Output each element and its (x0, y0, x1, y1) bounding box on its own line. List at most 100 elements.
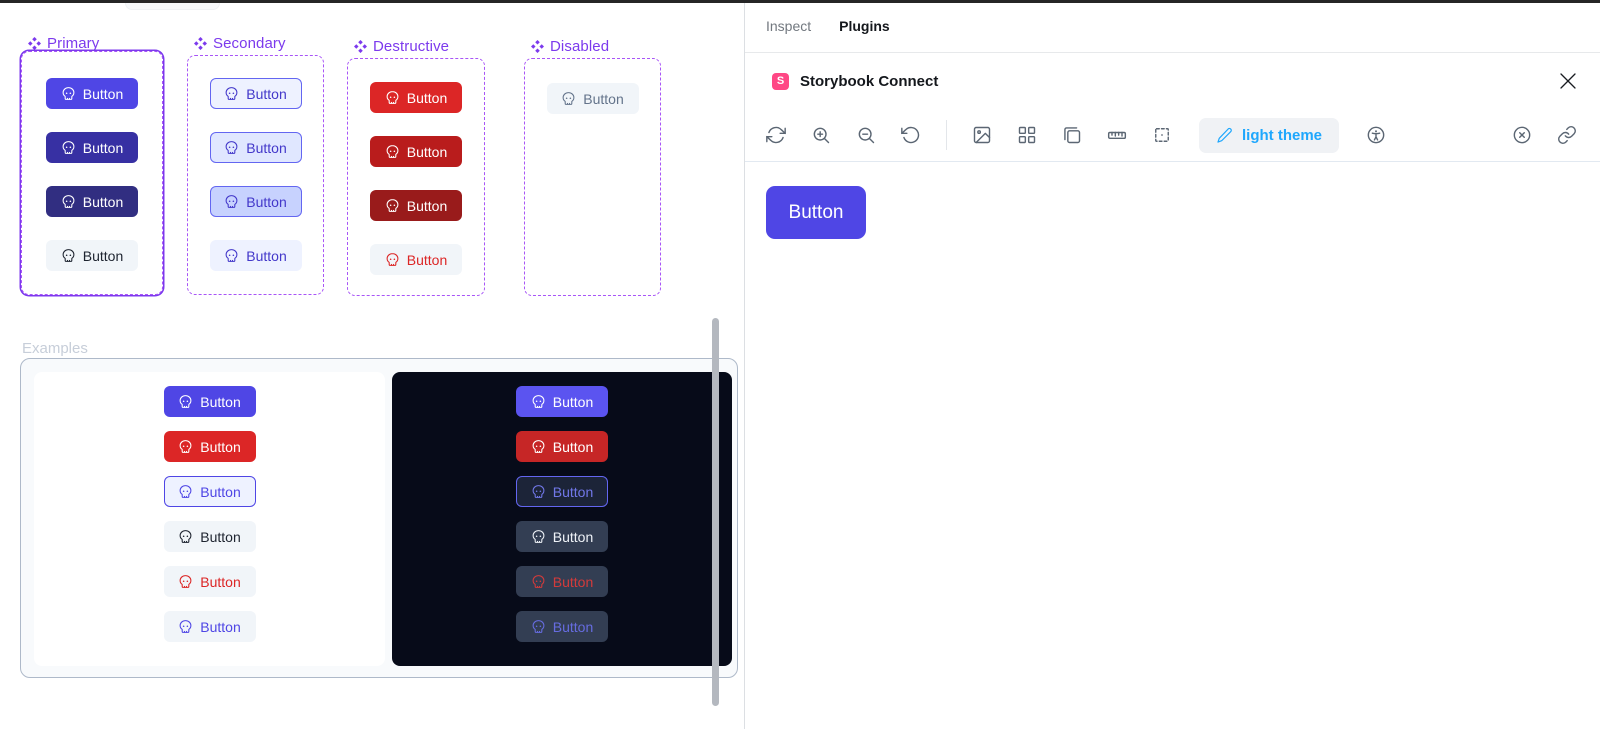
button-component-secondary[interactable]: Button (209, 78, 302, 109)
sync-icon[interactable] (766, 125, 786, 145)
component-icon (28, 37, 41, 50)
button-label: Button (82, 139, 124, 156)
button-label: Button (552, 573, 594, 590)
button-component-ghostRed[interactable]: Button (163, 566, 256, 597)
skull-icon (61, 86, 76, 101)
tab-plugins[interactable]: Plugins (839, 18, 890, 34)
plugin-toolbar: light theme (745, 109, 1600, 161)
button-label: Button (82, 247, 124, 264)
section-label-text: Secondary (213, 35, 286, 52)
skull-icon (224, 248, 239, 263)
toolbar-divider (745, 161, 1600, 162)
skull-icon (561, 91, 576, 106)
close-icon[interactable] (1559, 72, 1577, 90)
component-section-disabled[interactable]: Button (524, 58, 661, 296)
button-label: Button (82, 85, 124, 102)
section-label-text: Destructive (373, 38, 450, 55)
canvas-scrollbar[interactable] (712, 318, 719, 706)
button-component-destructiveGhost[interactable]: Button (370, 244, 462, 275)
story-preview-button[interactable]: Button (766, 186, 866, 239)
grid-icon[interactable] (1017, 125, 1037, 145)
button-component-primary[interactable]: Button (163, 386, 256, 417)
skull-icon (61, 140, 76, 155)
button-component-darkDestructive[interactable]: Button (516, 431, 608, 462)
skull-icon (531, 619, 546, 634)
window-top-edge (0, 0, 1600, 3)
examples-label: Examples (22, 340, 88, 357)
link-icon[interactable] (1557, 125, 1577, 145)
button-component-darkGhostIndigo[interactable]: Button (516, 611, 608, 642)
skull-icon (61, 194, 76, 209)
plugin-title: Storybook Connect (800, 72, 939, 90)
button-component-darkOutline[interactable]: Button (516, 476, 608, 507)
ruler-icon[interactable] (1107, 125, 1127, 145)
zoom-out-icon[interactable] (856, 125, 876, 145)
brush-icon (1216, 127, 1233, 144)
button-label: Button (246, 139, 287, 156)
image-icon[interactable] (972, 125, 992, 145)
section-label-text: Disabled (550, 38, 610, 55)
skull-icon (531, 394, 546, 409)
button-component-ghost[interactable]: Button (163, 521, 256, 552)
rotate-ccw-icon[interactable] (901, 125, 921, 145)
button-component-primaryHover[interactable]: Button (46, 132, 138, 163)
button-component-destructiveActive[interactable]: Button (370, 190, 462, 221)
zoom-in-icon[interactable] (811, 125, 831, 145)
skull-icon (178, 394, 193, 409)
button-component-darkGhost[interactable]: Button (516, 521, 608, 552)
button-component-ghostIndigo[interactable]: Button (163, 611, 256, 642)
button-component-primaryActive[interactable]: Button (46, 186, 138, 217)
section-label-destructive[interactable]: Destructive (354, 38, 449, 55)
circle-x-icon[interactable] (1512, 125, 1532, 145)
component-icon (194, 37, 207, 50)
frames-icon[interactable] (1062, 125, 1082, 145)
button-label: Button (583, 90, 624, 107)
button-component-secondaryActive[interactable]: Button (209, 186, 302, 217)
skull-icon (385, 198, 400, 213)
button-component-destructiveHover[interactable]: Button (370, 136, 462, 167)
panel-tabs: Inspect Plugins (745, 0, 1600, 53)
tab-inspect[interactable]: Inspect (766, 18, 812, 34)
skull-icon (178, 484, 193, 499)
component-icon (531, 40, 544, 53)
skull-icon (385, 90, 400, 105)
accessibility-icon[interactable] (1366, 125, 1386, 145)
button-label: Button (246, 247, 287, 264)
storybook-logo-icon: S (772, 72, 789, 90)
button-label: Button (552, 393, 594, 410)
button-component-primary[interactable]: Button (46, 78, 138, 109)
button-component-secondaryHover[interactable]: Button (209, 132, 302, 163)
section-label-primary[interactable]: Primary (28, 35, 99, 52)
section-label-text: Primary (47, 35, 100, 52)
button-component-darkPrimary[interactable]: Button (516, 386, 608, 417)
button-component-darkGhostRed[interactable]: Button (516, 566, 608, 597)
section-label-disabled[interactable]: Disabled (531, 38, 609, 55)
section-label-secondary[interactable]: Secondary (194, 35, 286, 52)
button-component-outline[interactable]: Button (163, 476, 256, 507)
skull-icon (178, 439, 193, 454)
toolbar-separator (946, 120, 947, 150)
button-label: Button (552, 483, 594, 500)
theme-toggle-button[interactable]: light theme (1199, 117, 1340, 153)
button-component-secondaryGhost[interactable]: Button (209, 240, 302, 271)
button-component-destructive[interactable]: Button (370, 82, 462, 113)
marquee-icon[interactable] (1152, 125, 1172, 145)
button-component-disabled[interactable]: Button (546, 83, 639, 114)
skull-icon (224, 86, 239, 101)
story-preview-area: Button (745, 162, 1600, 239)
skull-icon (178, 619, 193, 634)
toolbar-right-group (1512, 125, 1577, 145)
button-component-destructive[interactable]: Button (163, 431, 256, 462)
skull-icon (531, 484, 546, 499)
button-component-ghost[interactable]: Button (46, 240, 138, 271)
cropped-frame-edge (125, 3, 220, 10)
button-label: Button (246, 85, 287, 102)
skull-icon (531, 439, 546, 454)
